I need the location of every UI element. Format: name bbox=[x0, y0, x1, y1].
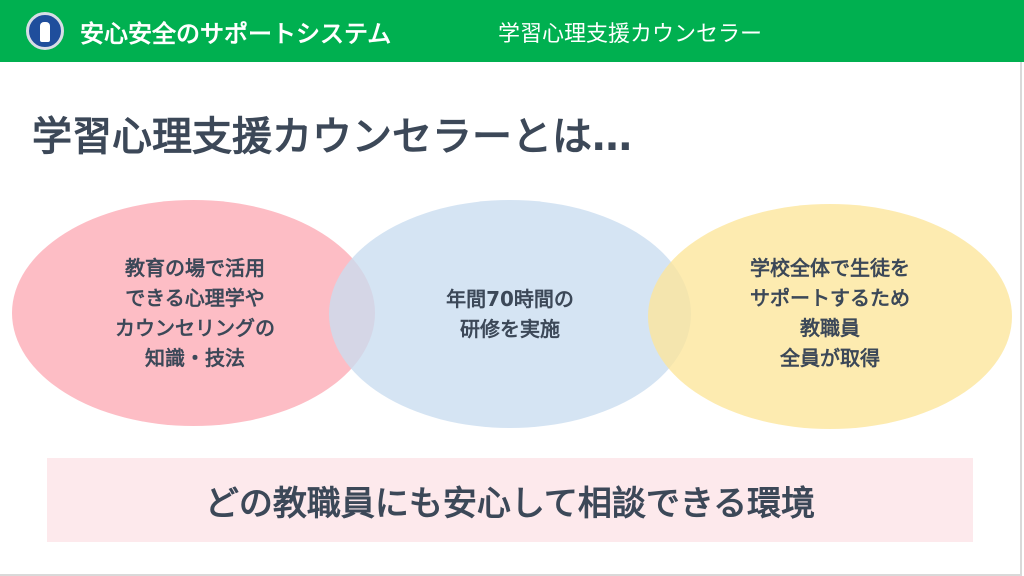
circle-knowledge bbox=[12, 200, 375, 426]
conclusion-banner: どの教職員にも安心して相談できる環境 bbox=[47, 458, 973, 542]
circle-all-staff bbox=[648, 204, 1012, 429]
header-subtitle: 学習心理支援カウンセラー bbox=[498, 22, 763, 47]
slide-title: 学習心理支援カウンセラーとは… bbox=[32, 114, 632, 160]
slide-frame bbox=[0, 62, 1022, 576]
circle-training-text: 年間70時間の 研修を実施 bbox=[446, 287, 574, 341]
header-title: 安心安全のサポートシステム bbox=[80, 20, 392, 48]
header-bar: 安心安全のサポートシステム 学習心理支援カウンセラー bbox=[0, 0, 1024, 62]
conclusion-text: どの教職員にも安心して相談できる環境 bbox=[204, 483, 816, 524]
circle-all-staff-text: 学校全体で生徒を サポートするため 教職員 全員が取得 bbox=[750, 256, 910, 370]
circle-training bbox=[329, 200, 691, 428]
school-logo-icon bbox=[26, 12, 64, 50]
circle-knowledge-text: 教育の場で活用 できる心理学や カウンセリングの 知識・技法 bbox=[115, 256, 275, 370]
